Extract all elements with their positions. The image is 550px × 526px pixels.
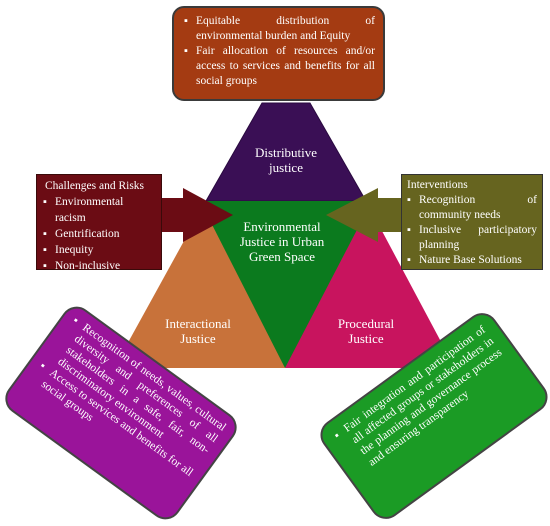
center-triangle	[200, 201, 372, 368]
procedural-label-2: Justice	[348, 331, 384, 346]
challenge-item: Inequity	[43, 242, 155, 258]
challenges-box: Challenges and Risks Environmental racis…	[36, 174, 162, 274]
interventions-arrow	[326, 188, 403, 242]
distributive-box: Equitable distribution of environmental …	[172, 6, 385, 101]
intervention-item: Inclusive participatory planning	[407, 223, 537, 253]
distributive-item: Fair allocation of resources and/or acce…	[184, 44, 375, 89]
center-label-3: Green Space	[249, 249, 315, 264]
center-label-1: Environmental	[243, 219, 321, 234]
interactional-label-1: Interactional	[165, 316, 231, 331]
distributive-item: Equitable distribution of environmental …	[184, 14, 375, 44]
challenge-item: Environmental racism	[43, 194, 155, 226]
intervention-item: Recognition of community needs	[407, 193, 537, 223]
challenges-arrow	[160, 188, 233, 242]
challenge-item: Non-inclusive	[43, 258, 155, 274]
intervention-item: Nature Base Solutions	[407, 253, 537, 268]
center-label-2: Justice in Urban	[240, 234, 325, 249]
procedural-label-1: Procedural	[338, 316, 395, 331]
interventions-title: Interventions	[407, 179, 468, 191]
distributive-label-2: justice	[268, 160, 303, 175]
challenges-title: Challenges and Risks	[45, 180, 145, 192]
interactional-label-2: Justice	[180, 331, 216, 346]
challenge-item: Gentrification	[43, 226, 155, 242]
distributive-label-1: Distributive	[255, 145, 317, 160]
interventions-box: Interventions Recognition of community n…	[401, 174, 543, 270]
